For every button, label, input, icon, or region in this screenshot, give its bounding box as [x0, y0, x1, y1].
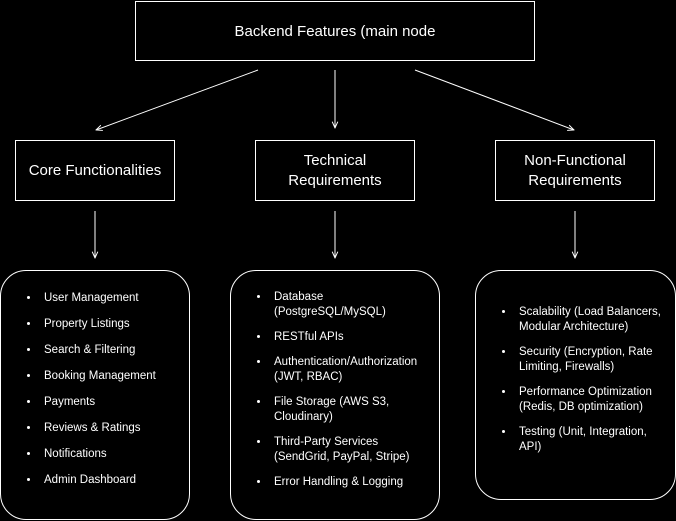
list-item: RESTful APIs — [270, 330, 417, 345]
list-item: Notifications — [40, 447, 156, 462]
arrow-root-to-core — [96, 69, 259, 130]
list-item: Payments — [40, 395, 156, 410]
technical-requirements-list-box[interactable]: Database (PostgreSQL/MySQL) RESTful APIs… — [230, 270, 440, 520]
list-item: Database (PostgreSQL/MySQL) — [270, 290, 417, 320]
core-functionalities-list-box[interactable]: User Management Property Listings Search… — [0, 270, 190, 520]
non-functional-requirements-list-box[interactable]: Scalability (Load Balancers, Modular Arc… — [475, 270, 676, 500]
root-node-label: Backend Features (main node — [234, 22, 436, 40]
arrow-root-to-nonfunctional — [414, 69, 574, 130]
list-item: File Storage (AWS S3, Cloudinary) — [270, 395, 417, 425]
category-label: Technical Requirements — [288, 151, 382, 189]
list-item: Performance Optimization (Redis, DB opti… — [515, 385, 661, 415]
list-item: Scalability (Load Balancers, Modular Arc… — [515, 305, 661, 335]
category-label: Non-Functional Requirements — [524, 151, 626, 189]
list-item: Property Listings — [40, 317, 156, 332]
list-item: Security (Encryption, Rate Limiting, Fir… — [515, 345, 661, 375]
list-item: Reviews & Ratings — [40, 421, 156, 436]
category-core-functionalities[interactable]: Core Functionalities — [15, 140, 175, 201]
category-label: Core Functionalities — [28, 161, 162, 179]
category-non-functional-requirements[interactable]: Non-Functional Requirements — [495, 140, 655, 201]
category-technical-requirements[interactable]: Technical Requirements — [255, 140, 415, 201]
list-item: Booking Management — [40, 369, 156, 384]
list-item: User Management — [40, 291, 156, 306]
list-item: Authentication/Authorization (JWT, RBAC) — [270, 355, 417, 385]
list-item: Error Handling & Logging — [270, 475, 417, 490]
list-item: Testing (Unit, Integration, API) — [515, 425, 661, 455]
technical-requirements-list: Database (PostgreSQL/MySQL) RESTful APIs… — [231, 290, 417, 500]
list-item: Third-Party Services (SendGrid, PayPal, … — [270, 435, 417, 465]
root-node[interactable]: Backend Features (main node — [135, 1, 535, 61]
list-item: Search & Filtering — [40, 343, 156, 358]
non-functional-requirements-list: Scalability (Load Balancers, Modular Arc… — [476, 305, 661, 465]
list-item: Admin Dashboard — [40, 473, 156, 488]
core-functionalities-list: User Management Property Listings Search… — [1, 291, 156, 499]
